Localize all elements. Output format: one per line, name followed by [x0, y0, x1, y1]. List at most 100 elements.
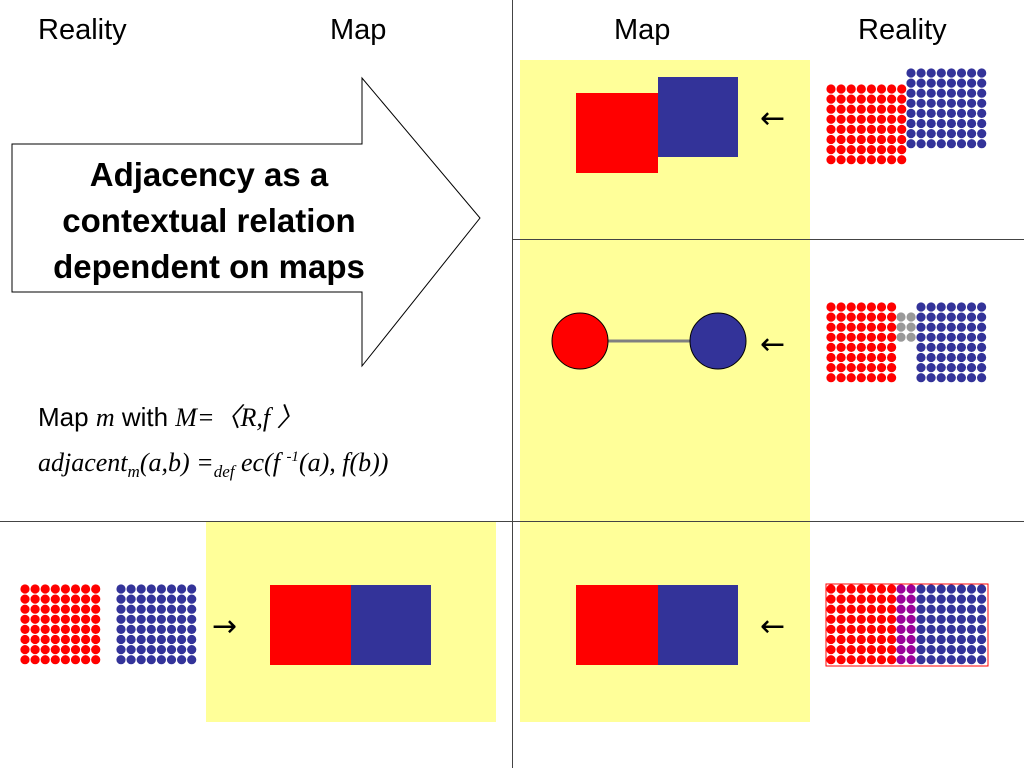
reality2-blue-grid-dot: [916, 352, 926, 363]
reality1-blue-grid-dot: [967, 88, 977, 98]
reality1-red-grid-dot: [836, 114, 846, 124]
reality4-blue-grid-dot: [177, 634, 187, 645]
reality1-blue-grid-dot: [916, 118, 926, 129]
reality2-blue-grid-dot: [966, 322, 977, 332]
reality3-blue-grid-dot: [956, 584, 966, 594]
reality1-blue-grid-dot: [906, 129, 916, 139]
reality3-blue-grid-dot: [916, 594, 926, 604]
reality4-red-grid-dot: [20, 645, 30, 655]
reality1-blue-grid-dot: [977, 108, 987, 118]
reality2-blue-grid-dot: [926, 302, 936, 312]
reality3-blue-grid-dot: [916, 604, 926, 614]
title-line-2: contextual relation: [62, 202, 356, 239]
reality1-red-grid-dot: [836, 124, 846, 134]
reality4-blue-grid-dot: [126, 634, 136, 645]
reality4-red-grid-dot: [81, 655, 91, 665]
reality3-blue-grid-dot: [946, 584, 956, 594]
reality3-red-grid-dot: [846, 594, 856, 604]
reality3-blue-grid-dot: [966, 594, 977, 604]
reality2-dot-grids: [826, 302, 987, 383]
reality3-purple-grid-dot: [906, 594, 916, 604]
reality4-blue-grid-dot: [187, 614, 197, 624]
reality3-blue-grid-dot: [956, 645, 966, 655]
reality2-gray-grid-dot: [896, 322, 906, 332]
reality4-red-grid-dot: [50, 594, 60, 604]
reality1-blue-grid-dot: [956, 98, 967, 108]
reality1-blue-grid-dot: [916, 68, 926, 78]
reality3-blue-grid-dot: [977, 614, 987, 624]
formula-rhs-2: (a), f(b)): [298, 448, 389, 477]
reality1-red-grid-dot: [876, 145, 887, 155]
block-arrow-shape: [11, 76, 481, 368]
reality1-blue-grid-dot: [967, 78, 977, 88]
reality4-red-grid-dot: [91, 604, 101, 614]
reality4-blue-grid-dot: [156, 655, 166, 665]
reality1-blue-grid: [906, 68, 987, 149]
reality3-red-grid-dot: [826, 594, 836, 604]
reality1-blue-grid-dot: [956, 118, 967, 129]
reality1-blue-grid-dot: [926, 129, 936, 139]
reality3-red-grid-dot: [836, 584, 846, 594]
reality3-blue-grid-dot: [916, 634, 926, 645]
reality4-blue-grid-dot: [187, 584, 197, 594]
reality1-blue-grid-dot: [967, 129, 977, 139]
map1-blue-square: [658, 77, 738, 157]
reality1-red-grid-dot: [846, 114, 856, 124]
reality4-blue-grid-dot: [156, 594, 166, 604]
reality3-blue-grid-dot: [926, 614, 936, 624]
reality4-blue-grid-dot: [166, 594, 177, 604]
reality2-blue-grid-dot: [977, 332, 987, 342]
left-arrow-icon: ←: [760, 609, 786, 644]
reality3-blue-grid-dot: [946, 594, 956, 604]
reality3-red-grid-dot: [846, 634, 856, 645]
reality4-red-grid-dot: [30, 584, 40, 594]
reality3-blue-grid-dot: [956, 624, 966, 634]
reality1-red-grid-dot: [826, 124, 836, 134]
reality1-blue-grid-dot: [956, 108, 967, 118]
reality2-blue-grid-dot: [966, 332, 977, 342]
reality1-blue-grid-dot: [936, 139, 946, 149]
reality3-blue-grid-dot: [966, 655, 977, 665]
reality2-red-grid-dot: [876, 373, 887, 383]
reality4-red-grid-dot: [40, 604, 50, 614]
reality1-red-grid-dot: [866, 94, 876, 104]
reality4-red-grid-dot: [91, 645, 101, 655]
reality1-blue-grid-dot: [926, 98, 936, 108]
reality4-red-grid-dot: [40, 594, 50, 604]
reality1-red-grid-dot: [866, 84, 876, 94]
reality4-blue-grid-dot: [136, 584, 146, 594]
reality3-red-grid-dot: [887, 655, 897, 665]
reality2-red-grid-dot: [836, 332, 846, 342]
reality2-blue-grid-dot: [946, 322, 956, 332]
reality2-gray-grid-dot: [906, 312, 916, 322]
reality3-red-grid-dot: [826, 614, 836, 624]
reality2-blue-grid-dot: [956, 342, 966, 352]
reality4-blue-grid-dot: [146, 655, 156, 665]
reality4-red-grid-dot: [81, 584, 91, 594]
reality2-red-grid-dot: [876, 363, 887, 373]
reality4-blue-grid-dot: [126, 614, 136, 624]
reality1-blue-grid-dot: [956, 78, 967, 88]
reality1-blue-grid-dot: [906, 68, 916, 78]
reality4-blue-grid-dot: [116, 584, 126, 594]
reality4-red-grid-dot: [70, 614, 81, 624]
reality3-blue-grid-dot: [936, 614, 946, 624]
reality2-blue-grid-dot: [946, 373, 956, 383]
reality2-red-grid-dot: [826, 373, 836, 383]
reality2-blue-grid-dot: [966, 342, 977, 352]
reality3-red-grid-dot: [876, 634, 887, 645]
reality2-blue-grid-dot: [956, 363, 966, 373]
reality4-blue-grid-dot: [166, 655, 177, 665]
reality1-blue-grid-dot: [977, 118, 987, 129]
reality1-red-grid-dot: [856, 84, 866, 94]
reality2-gray-grid-dot: [896, 312, 906, 322]
reality1-red-grid-dot: [876, 94, 887, 104]
reality3-red-grid-dot: [836, 655, 846, 665]
reality1-red-grid-dot: [897, 114, 907, 124]
reality1-blue-grid-dot: [977, 78, 987, 88]
reality1-blue-grid-dot: [946, 88, 956, 98]
reality1-red-grid-dot: [836, 145, 846, 155]
reality1-blue-grid-dot: [977, 98, 987, 108]
reality1-blue-grid-dot: [946, 118, 956, 129]
reality1-red-grid-dot: [856, 114, 866, 124]
